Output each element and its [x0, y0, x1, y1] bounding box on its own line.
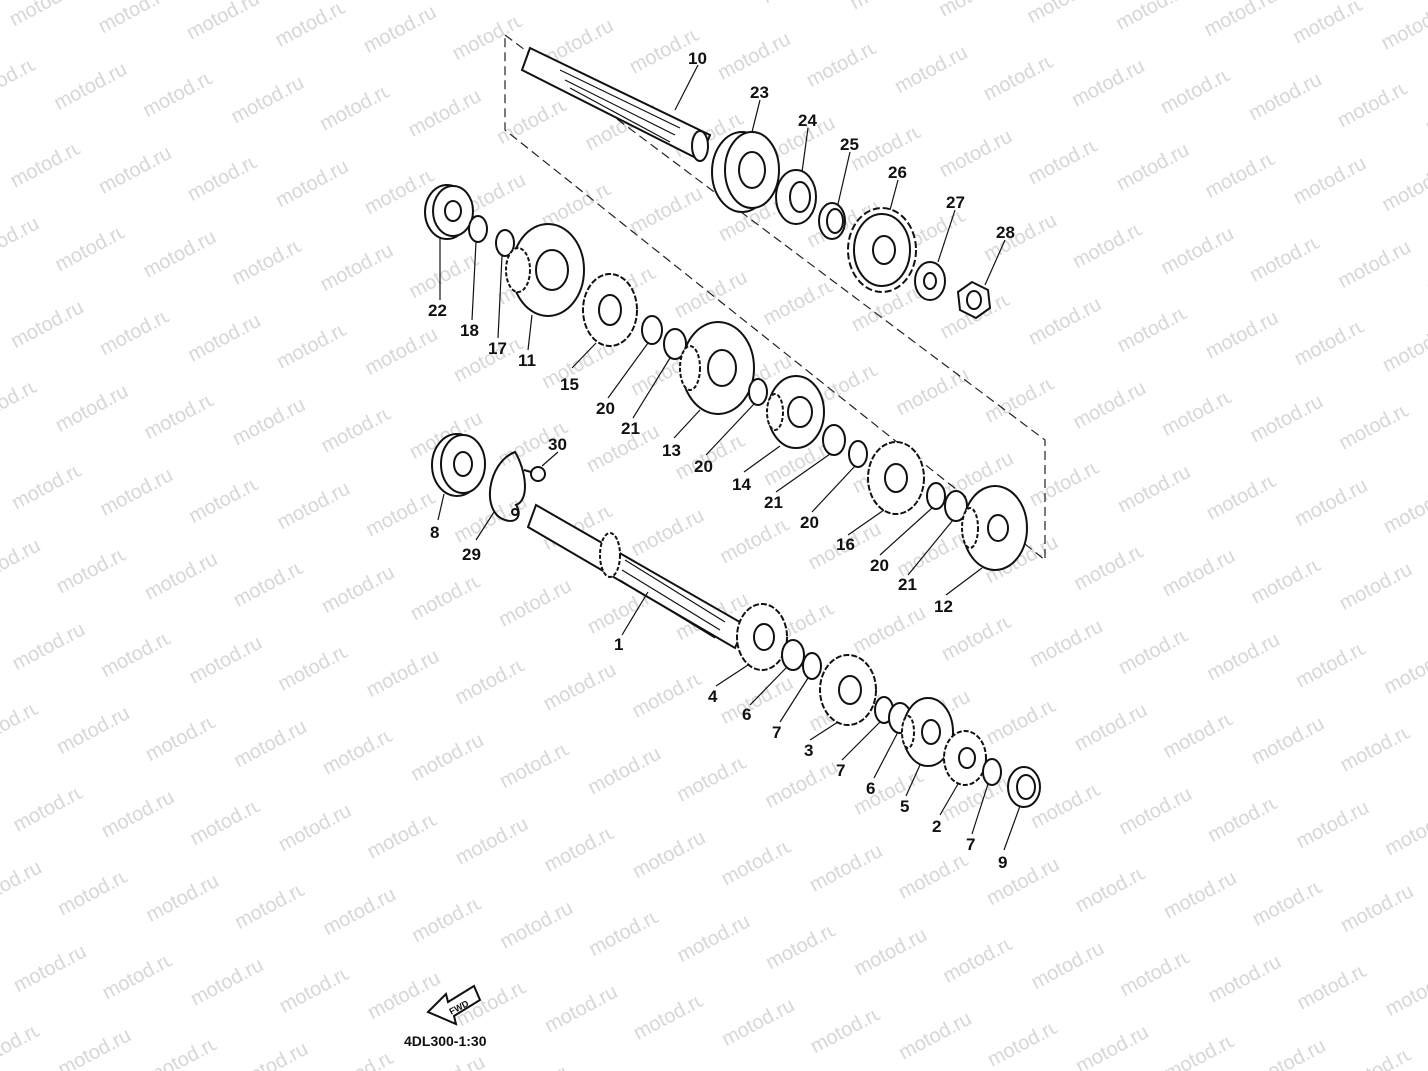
- callout-7-b: 7: [836, 761, 845, 780]
- bearing-8: [431, 433, 486, 497]
- callout-6-a: 6: [742, 705, 751, 724]
- oil-seal-24: [775, 169, 817, 225]
- callout-12: 12: [934, 597, 953, 616]
- sprocket-26: [847, 207, 917, 293]
- callout-21-c: 21: [898, 575, 917, 594]
- drive-axle-enclosure: [504, 33, 1046, 562]
- circlip-20-c: [848, 440, 868, 468]
- gear-3: [819, 654, 877, 726]
- callout-1: 1: [614, 635, 623, 654]
- circlip-20-b: [748, 378, 768, 406]
- washer-21-a: [663, 328, 687, 360]
- callout-20-b: 20: [694, 457, 713, 476]
- callout-20-d: 20: [870, 556, 889, 575]
- callout-15: 15: [560, 375, 579, 394]
- gear-15: [582, 273, 638, 347]
- callout-14: 14: [732, 475, 751, 494]
- callout-30: 30: [548, 435, 567, 454]
- circlip-18: [468, 215, 488, 243]
- screw-30: [523, 466, 546, 482]
- callout-20-c: 20: [800, 513, 819, 532]
- gear-13: [679, 321, 755, 415]
- bearing-9: [1007, 766, 1041, 808]
- callout-20-a: 20: [596, 399, 615, 418]
- callout-21-b: 21: [764, 493, 783, 512]
- callout-24: 24: [798, 111, 817, 130]
- callout-2: 2: [932, 817, 941, 836]
- callout-6-b: 6: [866, 779, 875, 798]
- circlip-7-c: [982, 758, 1002, 786]
- gear-16: [867, 441, 925, 515]
- callout-4: 4: [708, 687, 718, 706]
- callout-3: 3: [804, 741, 813, 760]
- callout-18: 18: [460, 321, 479, 340]
- bearing-retainer-29: [489, 450, 526, 522]
- callout-7-c: 7: [966, 835, 975, 854]
- callout-23: 23: [750, 83, 769, 102]
- bearing-22: [424, 184, 474, 240]
- callout-28: 28: [996, 223, 1015, 242]
- gear-5: [901, 697, 954, 767]
- callout-5: 5: [900, 797, 909, 816]
- callout-26: 26: [888, 163, 907, 182]
- circlip-7-a: [802, 652, 822, 680]
- callout-11: 11: [518, 351, 536, 370]
- collar-25: [818, 202, 846, 240]
- callout-22: 22: [428, 301, 447, 320]
- callout-17: 17: [488, 339, 507, 358]
- callout-16: 16: [836, 535, 855, 554]
- callout-labels: 10 23 24 25 26 27 28 22 18 17 11 15 20 2…: [428, 49, 1015, 872]
- callout-7-a: 7: [772, 723, 781, 742]
- fwd-arrow-icon: FWD: [426, 984, 482, 1026]
- callout-8: 8: [430, 523, 439, 542]
- gear-2: [943, 730, 987, 786]
- main-axle: [526, 503, 747, 650]
- callout-9: 9: [998, 853, 1007, 872]
- callout-10: 10: [688, 49, 707, 68]
- gear-14: [766, 375, 825, 449]
- lock-washer-27: [914, 261, 946, 301]
- circlip-20-d: [926, 482, 946, 510]
- circlip-20-a: [641, 315, 663, 345]
- washer-21-b: [822, 424, 846, 456]
- drive-axle: [520, 46, 712, 162]
- washer-17: [495, 229, 515, 257]
- nut-28: [956, 280, 992, 320]
- gear-11: [505, 223, 585, 317]
- callout-29: 29: [462, 545, 481, 564]
- gear-12: [961, 485, 1028, 571]
- callout-13: 13: [662, 441, 681, 460]
- diagram-code: 4DL300-1:30: [404, 1033, 487, 1049]
- callout-27: 27: [946, 193, 965, 212]
- washer-6-a: [781, 639, 805, 671]
- callout-25: 25: [840, 135, 859, 154]
- bearing-23: [711, 131, 780, 213]
- gear-4: [736, 603, 788, 671]
- callout-21-a: 21: [621, 419, 640, 438]
- leader-lines: [437, 64, 1021, 851]
